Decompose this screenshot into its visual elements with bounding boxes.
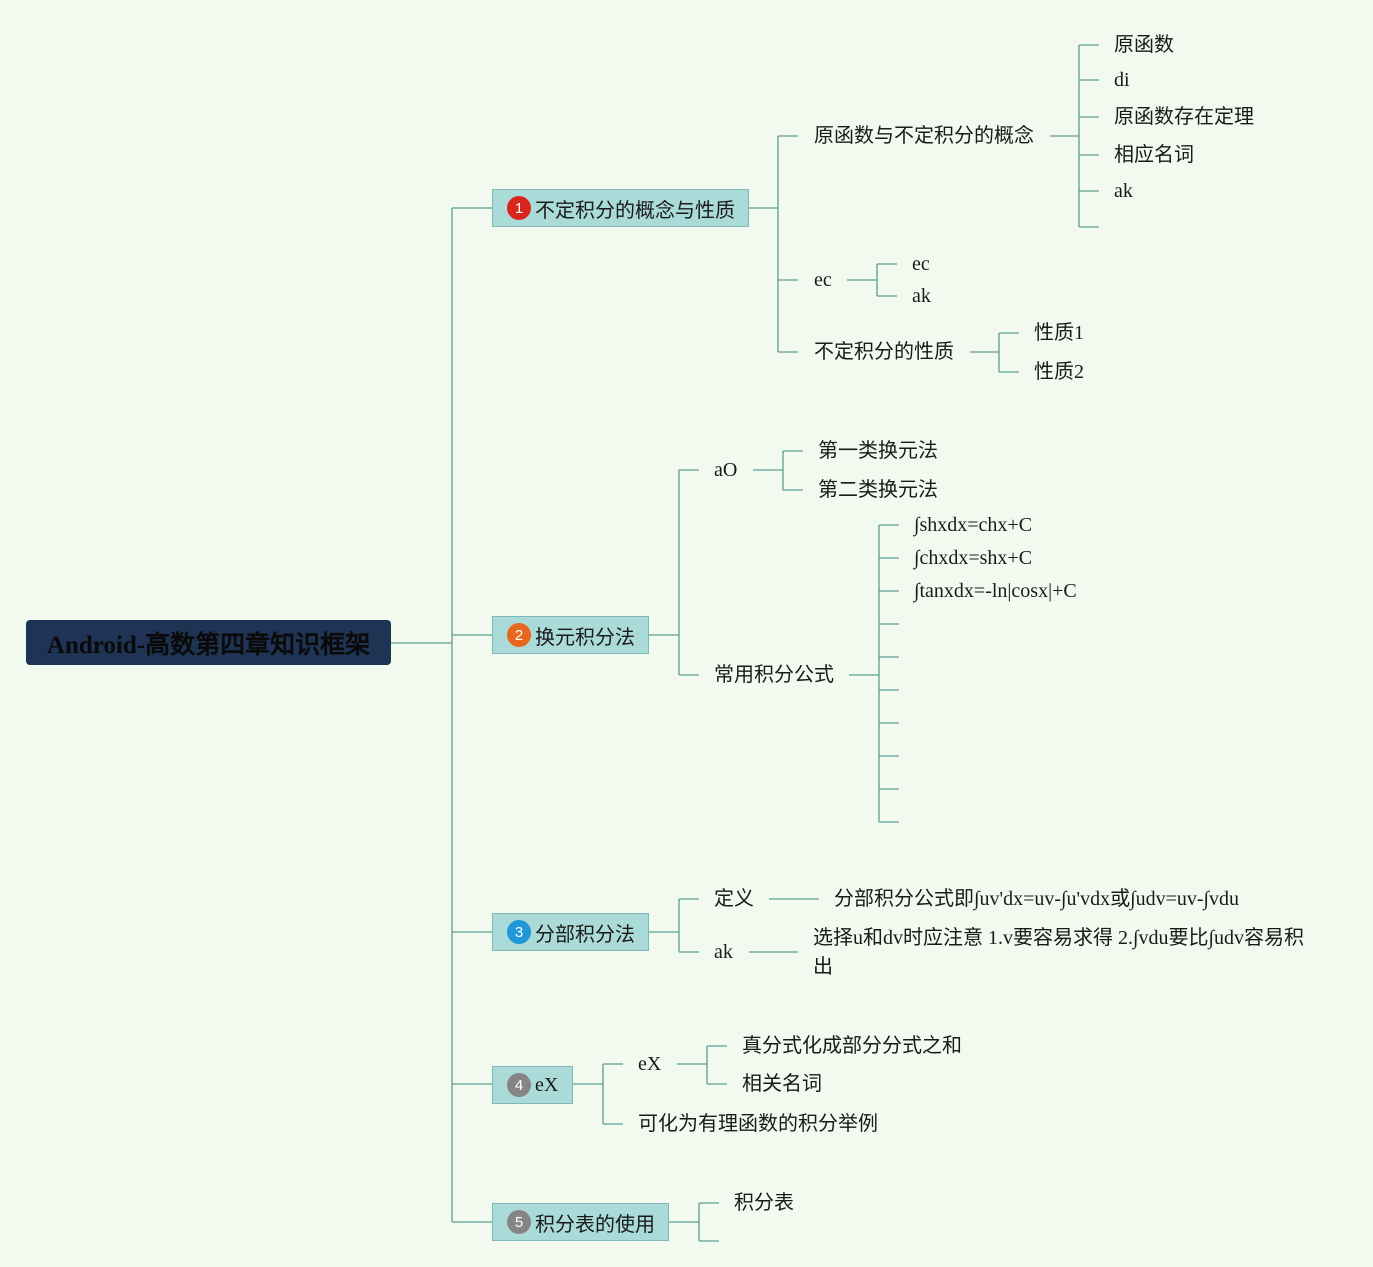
connector-b1-property — [970, 332, 1019, 373]
subtopic-integral-table[interactable]: 积分表 — [734, 1192, 794, 1214]
subtopic-ao[interactable]: aO — [714, 459, 738, 481]
branch-2-label: 换元积分法 — [535, 626, 635, 649]
subtopic-common-formulas[interactable]: 常用积分公式 — [714, 664, 834, 686]
leaf-di[interactable]: di — [1114, 69, 1130, 91]
connector-root — [391, 207, 492, 1223]
branch-5-topic[interactable]: 5 积分表的使用 — [492, 1203, 669, 1241]
badge-5-icon: 5 — [507, 1210, 531, 1234]
leaf-ex-related-terms[interactable]: 相关名词 — [742, 1073, 822, 1095]
branch-3-topic[interactable]: 3 分部积分法 — [492, 913, 649, 951]
leaf-ec-ak[interactable]: ak — [912, 285, 931, 307]
subtopic-parts-ak[interactable]: ak — [714, 941, 733, 963]
leaf-property-2[interactable]: 性质2 — [1034, 361, 1084, 383]
badge-1-icon: 1 — [507, 196, 531, 220]
leaf-existence-theorem[interactable]: 原函数存在定理 — [1114, 106, 1254, 128]
leaf-first-substitution[interactable]: 第一类换元法 — [818, 440, 938, 462]
connector-branch-4 — [573, 1063, 623, 1125]
connector-branch-5 — [669, 1202, 719, 1242]
leaf-formula-tanx[interactable]: ∫tanxdx=-ln|cosx|+C — [914, 580, 1077, 602]
leaf-formula-chx[interactable]: ∫chxdx=shx+C — [914, 547, 1033, 569]
subtopic-ec[interactable]: ec — [814, 269, 832, 291]
branch-1-label: 不定积分的概念与性质 — [535, 199, 735, 222]
badge-4-icon: 4 — [507, 1073, 531, 1097]
root-topic[interactable]: Android-高数第四章知识框架 — [26, 620, 391, 665]
leaf-ec[interactable]: ec — [912, 253, 930, 275]
branch-5-label: 积分表的使用 — [535, 1213, 655, 1236]
root-topic-label: Android-高数第四章知识框架 — [46, 631, 371, 659]
branch-2-topic[interactable]: 2 换元积分法 — [492, 616, 649, 654]
connector-b1-ec — [847, 263, 897, 297]
connector-b4-ex — [677, 1045, 727, 1085]
leaf-parts-formula[interactable]: 分部积分公式即∫uv'dx=uv-∫u'vdx或∫udv=uv-∫vdu — [834, 888, 1239, 910]
branch-4-label: eX — [535, 1073, 559, 1096]
connector-branch-3 — [649, 898, 699, 953]
leaf-primitive-function[interactable]: 原函数 — [1114, 34, 1174, 56]
subtopic-rational-examples[interactable]: 可化为有理函数的积分举例 — [638, 1113, 878, 1135]
subtopic-concept[interactable]: 原函数与不定积分的概念 — [814, 125, 1034, 147]
leaf-formula-shx[interactable]: ∫shxdx=chx+C — [914, 514, 1033, 536]
badge-2-icon: 2 — [507, 623, 531, 647]
connector-branch-2 — [649, 469, 699, 676]
leaf-partial-fractions[interactable]: 真分式化成部分分式之和 — [742, 1035, 962, 1057]
subtopic-ex[interactable]: eX — [638, 1053, 662, 1075]
subtopic-properties[interactable]: 不定积分的性质 — [814, 341, 954, 363]
leaf-property-1[interactable]: 性质1 — [1034, 322, 1084, 344]
connector-b2-formula — [849, 524, 899, 823]
badge-3-icon: 3 — [507, 920, 531, 944]
leaf-choose-u-dv[interactable]: 选择u和dv时应注意 1.v要容易求得 2.∫vdu要比∫udv容易积出 — [813, 927, 1304, 978]
branch-1-topic[interactable]: 1 不定积分的概念与性质 — [492, 189, 749, 227]
leaf-second-substitution[interactable]: 第二类换元法 — [818, 479, 938, 501]
branch-4-topic[interactable]: 4 eX — [492, 1066, 573, 1104]
connector-b1-concept — [1050, 44, 1099, 228]
subtopic-definition[interactable]: 定义 — [714, 888, 754, 910]
connector-b2-ao — [753, 450, 803, 491]
leaf-related-terms[interactable]: 相应名词 — [1114, 144, 1194, 166]
branch-3-label: 分部积分法 — [535, 923, 635, 946]
connector-branch-1 — [749, 135, 798, 353]
leaf-ak[interactable]: ak — [1114, 180, 1133, 202]
